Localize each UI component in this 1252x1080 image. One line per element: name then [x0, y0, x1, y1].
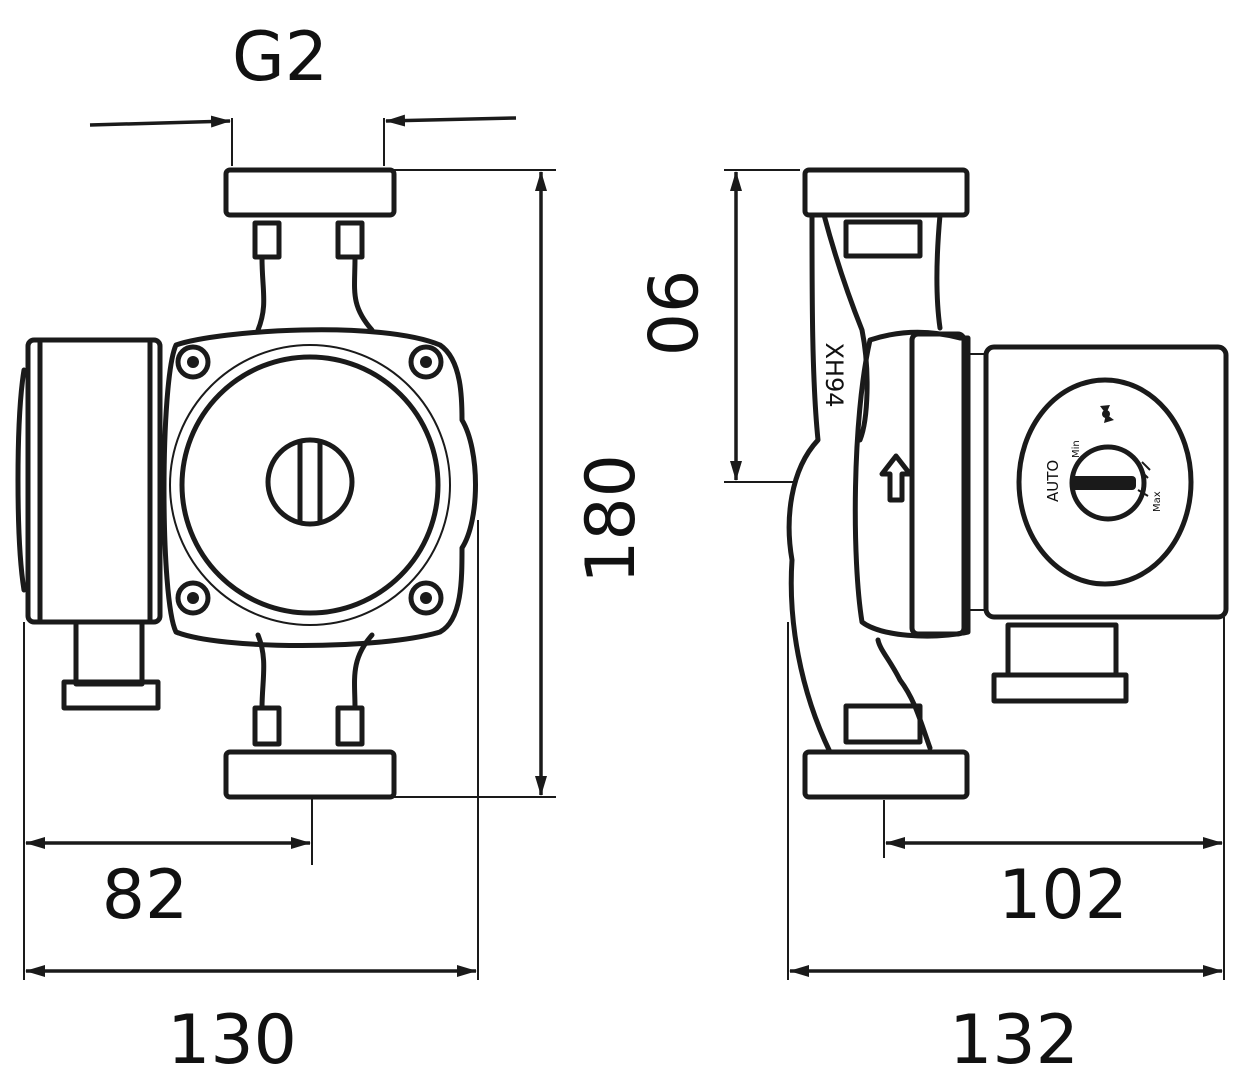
- control-panel: [1016, 377, 1194, 587]
- dim-axis-offset-side: 90: [631, 270, 710, 357]
- bottom-flange-lug-left: [252, 705, 282, 747]
- flow-arrow-icon: [879, 453, 913, 503]
- vent-screw: [265, 437, 355, 527]
- pump-housing: [161, 327, 478, 648]
- top-flange: [223, 167, 397, 218]
- min-label: Min: [1071, 440, 1082, 458]
- electronics-box: [15, 337, 163, 711]
- bottom-flange-lug-right: [335, 705, 365, 747]
- dim-thread: G2: [232, 18, 328, 97]
- dim-height-total: 180: [572, 454, 651, 584]
- g2-dim-line-right: [385, 114, 517, 127]
- model-label: XH94: [820, 342, 848, 407]
- bottom-flange: [223, 749, 397, 800]
- housing-inner-ring: [179, 354, 441, 616]
- front-view: G2 180 82 130: [15, 18, 651, 1080]
- g2-dim-line-left: [89, 115, 231, 128]
- side-view: XH94 AUTO Min Max 90 102: [631, 167, 1229, 1080]
- speed-dial: [1069, 444, 1151, 522]
- auto-label: AUTO: [1044, 460, 1062, 502]
- max-label: Max: [1152, 491, 1163, 512]
- fan-icon: [1100, 405, 1114, 423]
- top-flange-lug-right: [335, 220, 365, 260]
- dim-axis-offset-left: 82: [102, 856, 189, 935]
- dim-depth-total: 132: [949, 1001, 1079, 1080]
- mounting-bolts: [175, 344, 444, 616]
- housing-middle-ring: [169, 344, 451, 626]
- side-pipe-body: [786, 212, 943, 755]
- dim-width-front: 130: [167, 1001, 297, 1080]
- control-box: [983, 344, 1229, 620]
- dim-depth-to-axis: 102: [998, 856, 1128, 935]
- top-neck: [255, 255, 375, 333]
- top-flange-lug-left: [252, 220, 282, 260]
